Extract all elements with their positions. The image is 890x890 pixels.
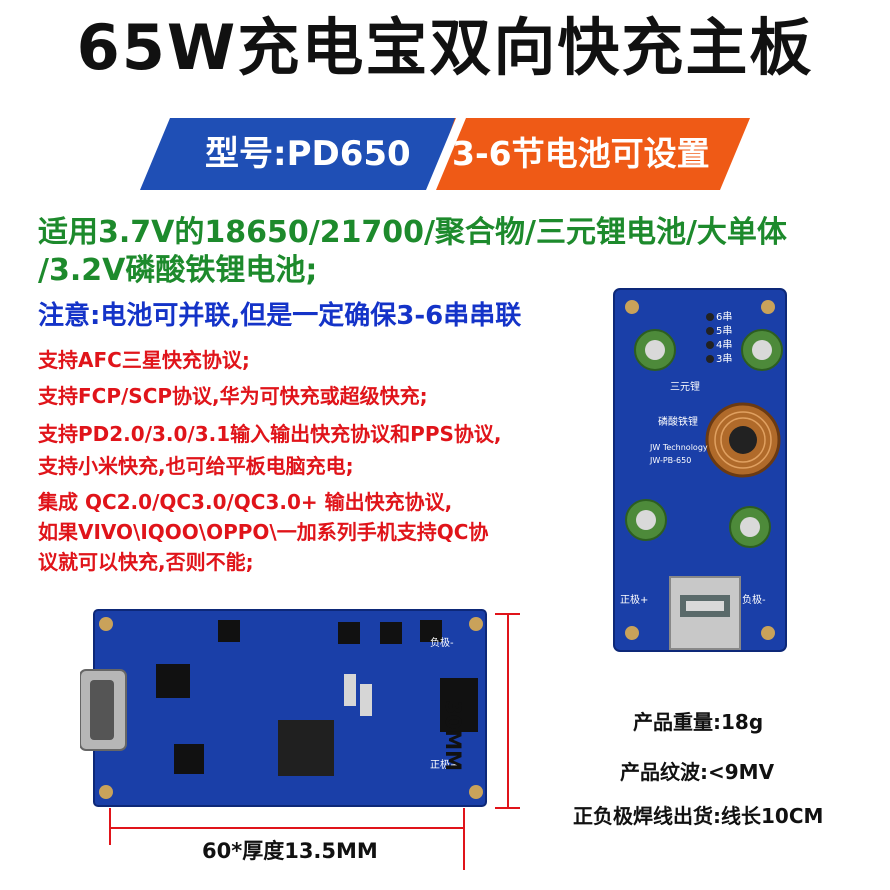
pcb-cell-4: 4串: [716, 339, 732, 351]
height-dimension: 30MM: [441, 700, 465, 772]
pcb-positive: 正极+: [620, 593, 648, 606]
pcb-three-yuan: 三元锂: [670, 381, 700, 393]
feature-item: 议就可以快充,否则不能;: [38, 550, 254, 574]
spec-wire: 正负极焊线出货:线长10CM: [573, 804, 824, 828]
feature-item: 如果VIVO\IQOO\OPPO\一加系列手机支持QC协: [38, 520, 489, 544]
feature-item: 支持小米快充,也可给平板电脑充电;: [38, 454, 354, 478]
pcb-cell-6: 6串: [716, 311, 732, 323]
dimension-lines: [109, 613, 520, 870]
pcb-brand: JW Technology: [649, 443, 708, 452]
pcb-board-vertical: 6串 5串 4串 3串 三元锂 磷酸铁锂 JW Technology JW-PB…: [613, 288, 787, 652]
pcb-battery-pos: 正极+: [430, 758, 458, 771]
compat-line-2: /3.2V磷酸铁锂电池;: [38, 253, 318, 288]
pcb-board-horizontal: 负极- 正极+: [80, 609, 487, 807]
feature-item: 支持PD2.0/3.0/3.1输入输出快充协议和PPS协议,: [38, 422, 502, 446]
feature-item: 支持FCP/SCP协议,华为可快充或超级快充;: [38, 384, 428, 408]
spec-ripple: 产品纹波:<9MV: [620, 760, 775, 784]
pcb-iron-lithium: 磷酸铁锂: [658, 415, 698, 428]
compat-line-1: 适用3.7V的18650/21700/聚合物/三元锂电池/大单体: [38, 215, 787, 250]
pcb-model: JW-PB-650: [649, 456, 691, 465]
feature-item: 支持AFC三星快充协议;: [38, 348, 250, 372]
notice-text: 注意:电池可并联,但是一定确保3-6串串联: [38, 301, 522, 331]
feature-item: 集成 QC2.0/QC3.0/QC3.0+ 输出快充协议,: [38, 490, 453, 514]
pcb-cell-3: 3串: [716, 353, 732, 365]
cells-label: 3-6节电池可设置: [452, 134, 710, 173]
model-label: 型号:PD650: [205, 134, 411, 174]
width-dimension: 60*厚度13.5MM: [202, 839, 378, 863]
pcb-negative: 负极-: [742, 593, 766, 606]
pcb-cell-5: 5串: [716, 325, 732, 337]
spec-weight: 产品重量:18g: [633, 710, 764, 734]
pcb-battery-neg: 负极-: [430, 636, 454, 649]
page-title: 65W充电宝双向快充主板: [76, 11, 814, 84]
model-banner: [140, 118, 750, 190]
